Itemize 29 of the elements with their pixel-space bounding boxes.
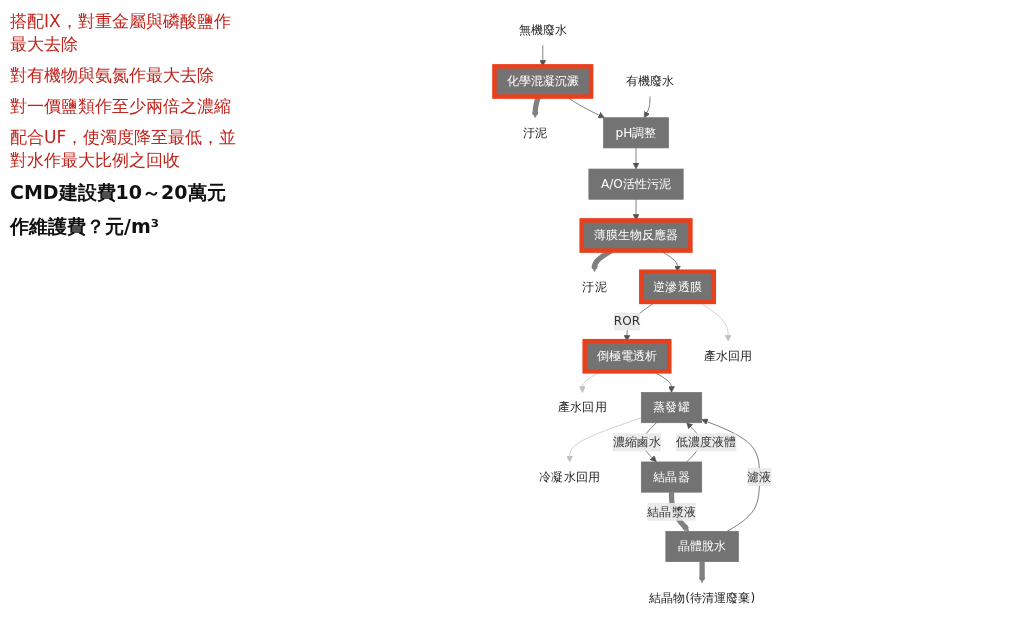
annotation-note: 配合UF，使濁度降至最低，並對水作最大比例之回收 [10,126,238,172]
cost-note: CMD建設費10～20萬元 [10,180,227,205]
node-box: 結晶器 [640,461,703,493]
node-text: 有機廢水 [625,73,675,89]
node-text: 汙泥 [582,279,607,294]
annotation-note: 對有機物與氨氮作最大去除 [10,64,215,87]
node-text: 冷凝水回用 [539,469,600,484]
node-box: A/O活性污泥 [588,168,684,200]
node-text: 無機廢水 [518,22,567,37]
node-box: pH調整 [603,117,669,149]
node-box: 晶體脫水 [665,531,739,562]
edge-label: 結晶漿液 [647,504,696,519]
edge-label: 低濃度液體 [676,434,737,450]
annotation-note: 搭配IX，對重金屬與磷酸鹽作最大去除 [10,10,232,56]
node-box: 逆滲透膜 [639,269,717,305]
edge-label: ROR [613,314,641,329]
annotation-note: 對一價鹽類作至少兩倍之濃縮 [10,95,232,118]
node-text: 產水回用 [703,348,753,364]
arrow [698,560,706,584]
node-text: 產水回用 [558,400,607,415]
node-box: 化學混凝沉澱 [492,64,594,99]
edge-label: 濃縮鹵水 [612,434,661,450]
node-box: 薄膜生物反應器 [579,218,693,253]
cost-note: 作維護費？元/m³ [10,214,161,239]
node-box: 倒極電透析 [582,338,672,374]
edge-label: 濾液 [747,469,772,484]
node-text: 結晶物(待清運廢棄) [649,590,756,605]
node-text: 汙泥 [523,125,548,140]
node-box: 蒸發罐 [640,392,703,424]
